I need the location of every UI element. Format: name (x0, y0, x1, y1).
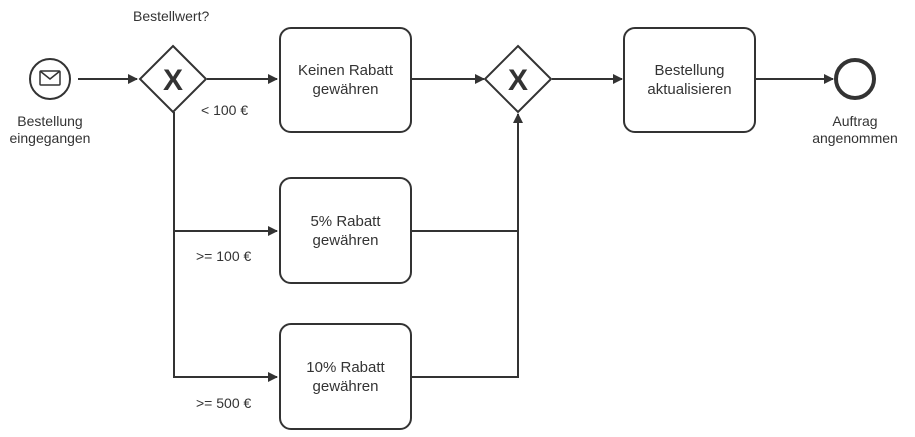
gateway-question-label: Bestellwert? (133, 8, 210, 24)
task-no-discount-label-line1: Keinen Rabatt (297, 62, 394, 79)
exclusive-gateway-split[interactable]: X (138, 44, 208, 114)
task-5-percent-label-line1: 5% Rabatt (310, 212, 381, 230)
end-event-label: Auftrag angenommen (805, 113, 905, 147)
flow-split-to-5-percent (173, 112, 278, 236)
task-no-discount-label-line2: gewähren (312, 81, 379, 98)
envelope-icon (39, 70, 61, 86)
flow-split-to-10-percent (173, 231, 278, 382)
task-update-order[interactable]: Bestellung aktualisieren (623, 27, 756, 133)
condition-lt-100-label: < 100 € (201, 102, 249, 118)
gateway-join-marker: X (508, 64, 528, 97)
start-event-label-line2: eingegangen (9, 130, 91, 146)
start-event-label: Bestellung eingegangen (0, 113, 100, 147)
flow-5-percent-to-join (412, 113, 523, 232)
start-event-label-line1: Bestellung (17, 113, 83, 129)
condition-ge-100-label: >= 100 € (196, 248, 252, 264)
task-update-order-label-line1: Bestellung (654, 62, 725, 79)
task-5-percent-label-line2: gewähren (312, 231, 379, 249)
task-10-percent-label-line1: 10% Rabatt (306, 358, 385, 376)
task-10-percent-label-line2: gewähren (312, 377, 379, 395)
start-event[interactable] (29, 58, 71, 100)
gateway-split-marker: X (163, 64, 183, 97)
end-event[interactable] (834, 58, 876, 100)
flow-10-percent-to-join (412, 231, 519, 378)
end-event-label-line2: angenommen (812, 130, 898, 146)
exclusive-gateway-join[interactable]: X (483, 44, 553, 114)
task-no-discount[interactable]: Keinen Rabatt gewähren (279, 27, 412, 133)
end-event-label-line1: Auftrag (832, 113, 878, 129)
condition-ge-500-label: >= 500 € (196, 395, 252, 411)
task-update-order-label-line2: aktualisieren (647, 81, 732, 98)
